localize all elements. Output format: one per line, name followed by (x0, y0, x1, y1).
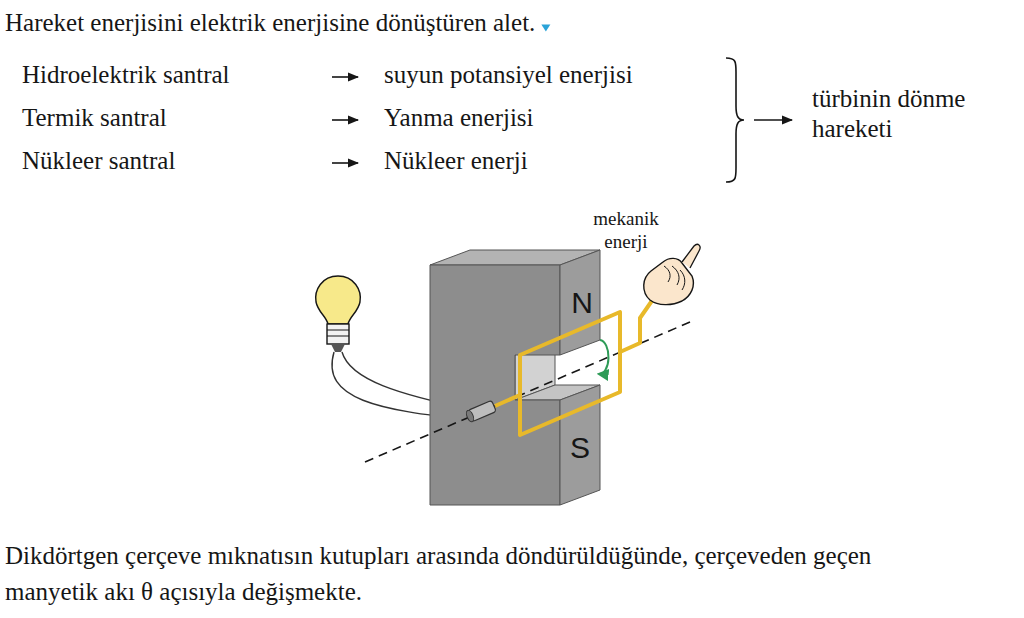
commutator (465, 400, 496, 422)
pole-label: S (565, 430, 595, 466)
rotation-arrow (599, 340, 609, 374)
wire-loop (495, 312, 620, 435)
energy-label: suyun potansiyel enerjisi (384, 60, 633, 90)
title: Hareket enerjisini elektrik enerjisine d… (5, 8, 535, 38)
horseshoe-magnet (430, 250, 600, 505)
row-label: Nükleer santral (22, 146, 175, 176)
pole-label: N (567, 285, 597, 321)
result-label: türbinin dönme hareketi (812, 84, 987, 144)
energy-label: Yanma enerjisi (384, 103, 534, 133)
row-label: Termik santral (22, 103, 167, 133)
callout-label: mekanik enerji (578, 208, 674, 254)
curly-brace (726, 58, 744, 182)
row-label: Hidroelektrik santral (22, 60, 230, 90)
energy-label: Nükleer enerji (384, 146, 528, 176)
hand (644, 244, 700, 304)
light-bulb (316, 276, 361, 352)
bullet-triangle (541, 25, 550, 32)
caption: Dikdörtgen çerçeve mıknatısın kutupları … (5, 538, 935, 611)
